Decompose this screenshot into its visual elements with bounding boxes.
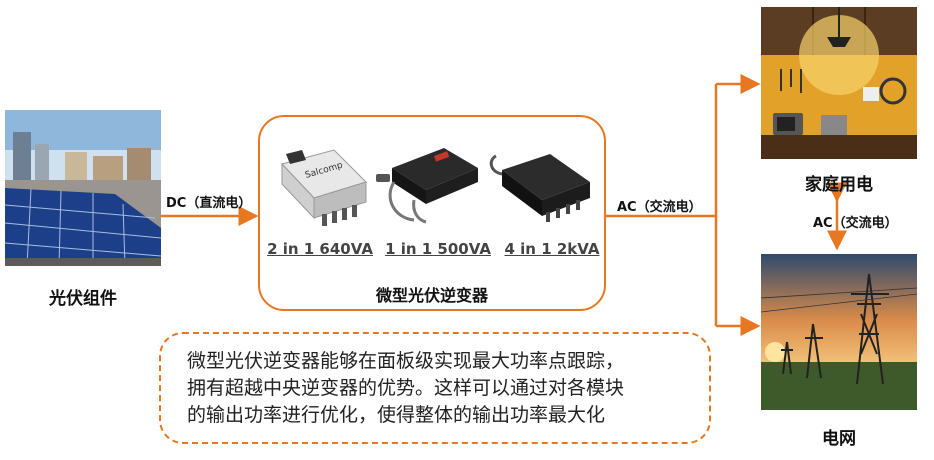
product-image-1: Salcomp — [281, 149, 367, 226]
grid-photo — [761, 254, 917, 410]
product-label-1: 2 in 1 640VA — [267, 240, 373, 258]
grid-label: 电网 — [822, 429, 856, 449]
inverter-box — [258, 115, 606, 311]
ac-out-label: AC（交流电） — [617, 200, 702, 215]
ac-grid-label: AC（交流电） — [813, 216, 898, 231]
description-line: 的输出功率进行优化，使得整体的输出功率最大化 — [187, 404, 606, 426]
description-line: 微型光伏逆变器能够在面板级实现最大功率点跟踪， — [187, 350, 625, 372]
household-photo — [761, 7, 917, 159]
product-label-2: 1 in 1 500VA — [385, 240, 491, 258]
product-image-2 — [376, 148, 478, 224]
product-label-3: 4 in 1 2kVA — [504, 240, 600, 258]
dc-label: DC（直流电） — [166, 196, 252, 211]
description-box: 微型光伏逆变器能够在面板级实现最大功率点跟踪， 拥有超越中央逆变器的优势。这样可… — [159, 332, 711, 444]
pv-module-label: 光伏组件 — [49, 289, 117, 309]
household-label: 家庭用电 — [805, 175, 873, 195]
product-image-3 — [489, 154, 590, 222]
pv-module-photo — [5, 110, 161, 266]
description-line: 拥有超越中央逆变器的优势。这样可以通过对各模块 — [187, 377, 625, 399]
inverter-label: 微型光伏逆变器 — [375, 286, 488, 305]
